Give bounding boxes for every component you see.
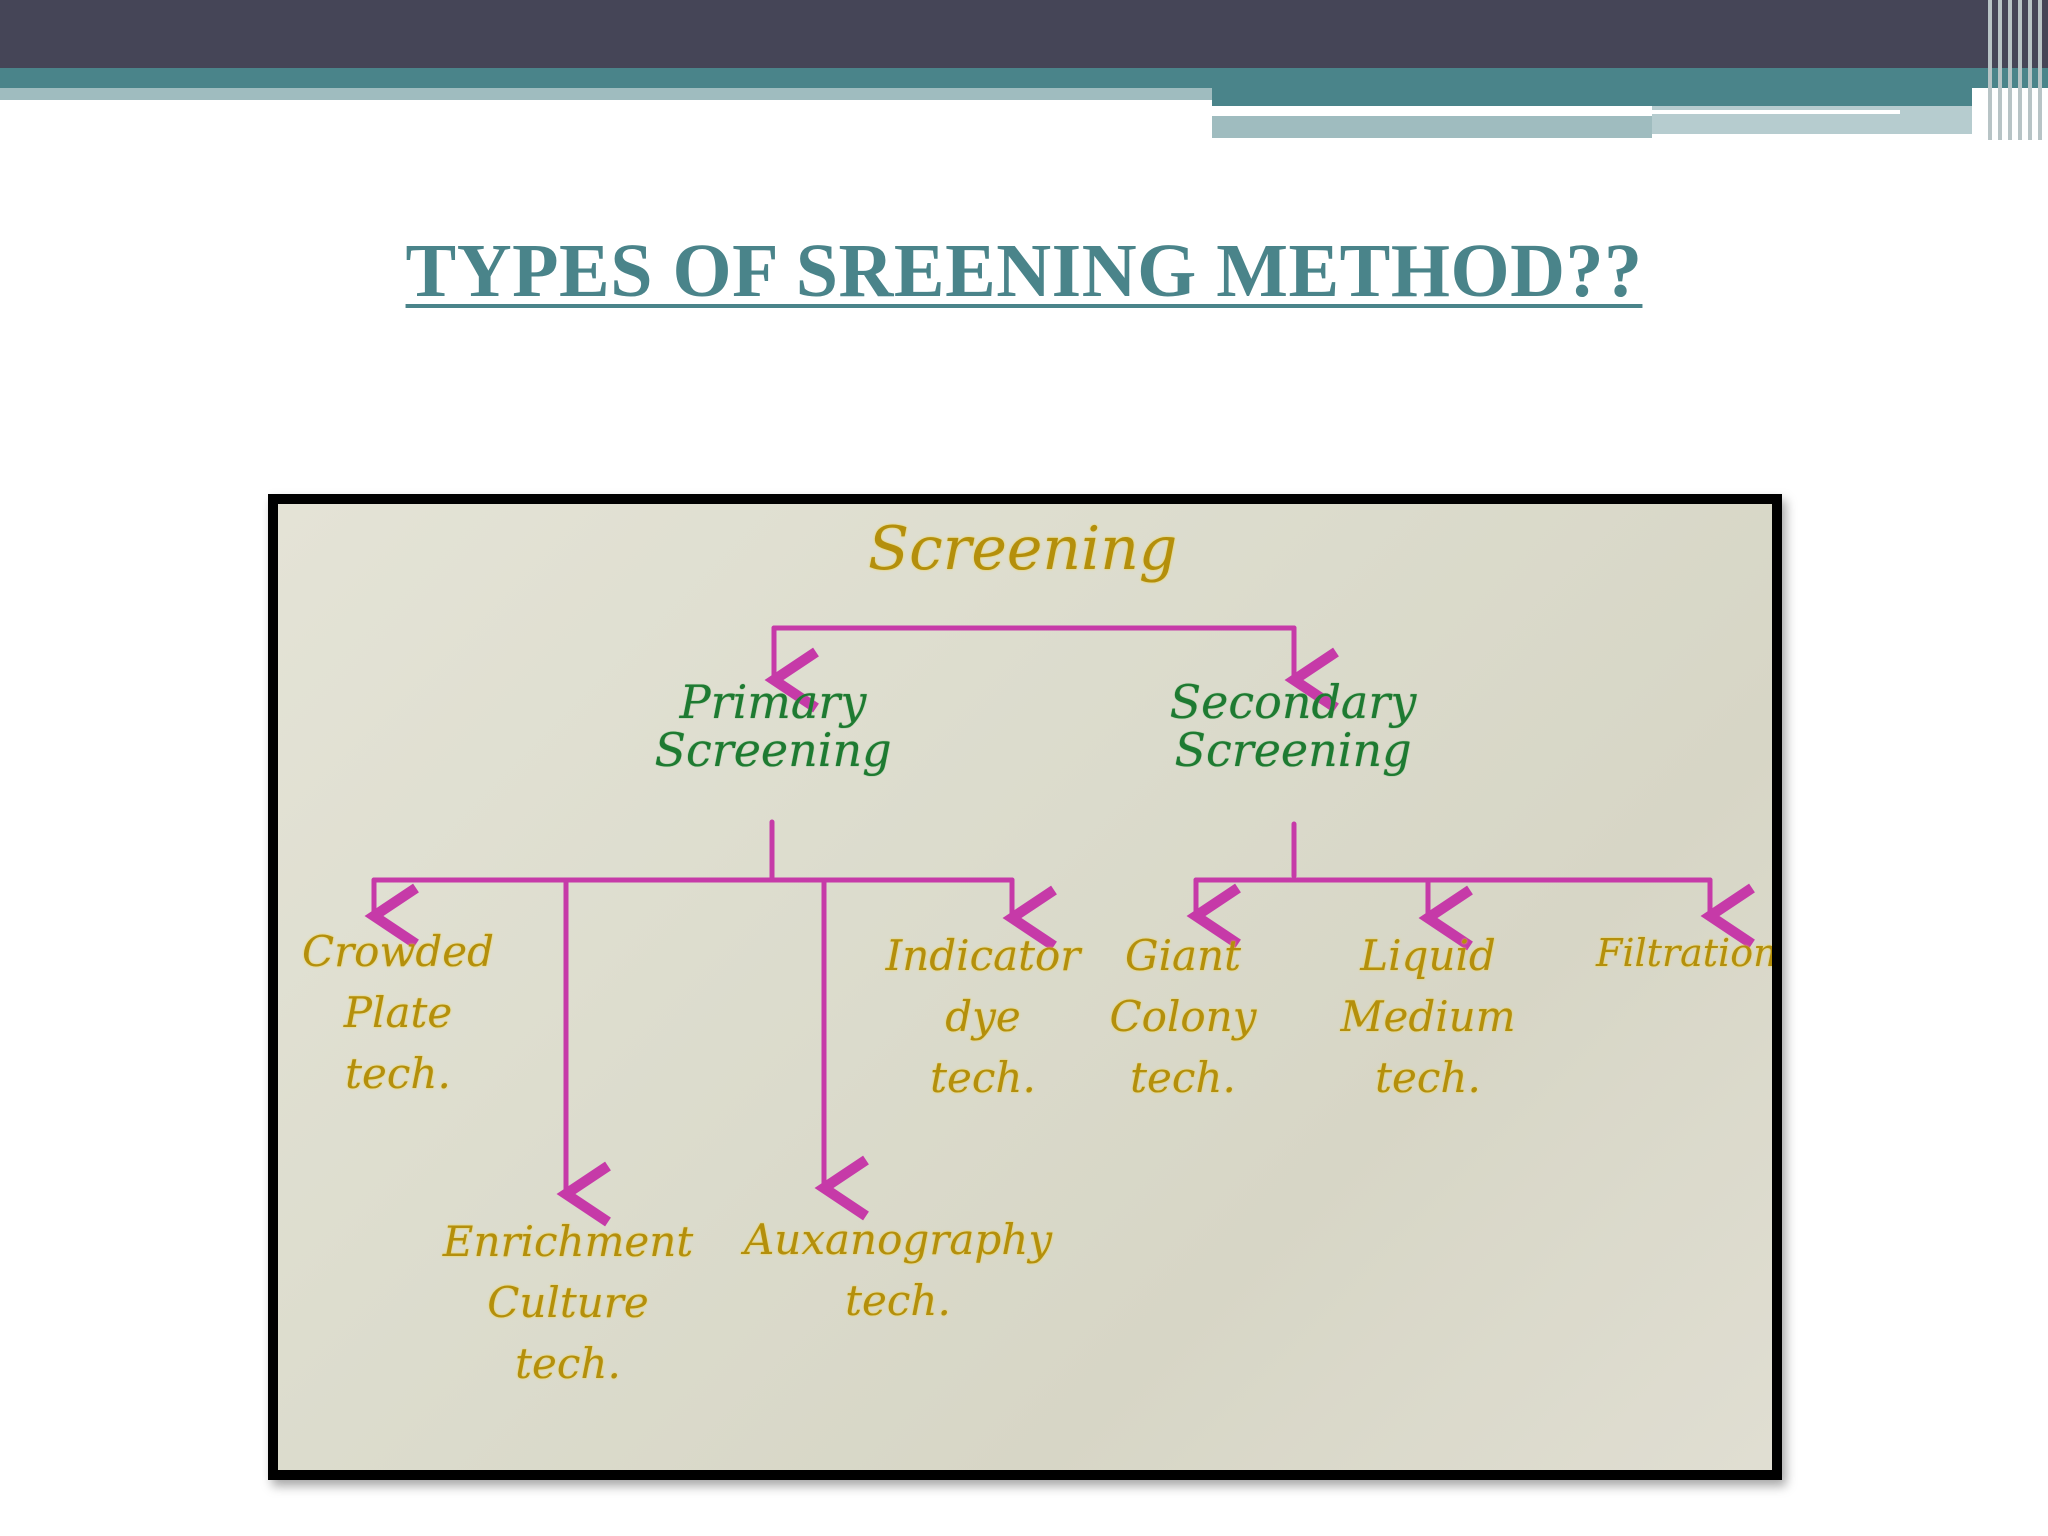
node-crowded-plate-tech: Crowded Plate tech. xyxy=(301,927,495,1098)
node-auxanography-tech: Auxanography tech. xyxy=(743,1215,1053,1325)
node-screening: Screening xyxy=(868,514,1178,584)
handwritten-diagram-photo: Screening Primary Screening Secondary Sc… xyxy=(278,504,1772,1470)
diagram-connectors xyxy=(364,625,1755,1227)
top-banner-light-band xyxy=(0,88,1212,100)
top-banner-teal-band-right xyxy=(1212,88,1972,106)
node-secondary-screening: Secondary Screening xyxy=(1169,675,1417,778)
node-liquid-medium-tech: Liquid Medium tech. xyxy=(1340,931,1516,1102)
top-banner-white-line xyxy=(1212,110,1900,114)
slide-title: TYPES OF SREENING METHOD?? xyxy=(405,229,1643,313)
top-banner-light-band-lower xyxy=(1212,116,1652,138)
node-giant-colony-tech: Giant Colony tech. xyxy=(1109,931,1257,1102)
node-indicator-dye-tech: Indicator dye tech. xyxy=(885,931,1081,1102)
node-enrichment-culture-tech: Enrichment Culture tech. xyxy=(442,1217,694,1388)
node-filtration: Filtration xyxy=(1596,931,1772,975)
diagram-photo-frame: Screening Primary Screening Secondary Sc… xyxy=(268,494,1782,1480)
top-banner-stripes xyxy=(1984,0,2048,140)
top-banner-dark xyxy=(0,0,2048,68)
node-primary-screening: Primary Screening xyxy=(654,675,892,778)
top-banner-teal-band xyxy=(0,68,2048,88)
